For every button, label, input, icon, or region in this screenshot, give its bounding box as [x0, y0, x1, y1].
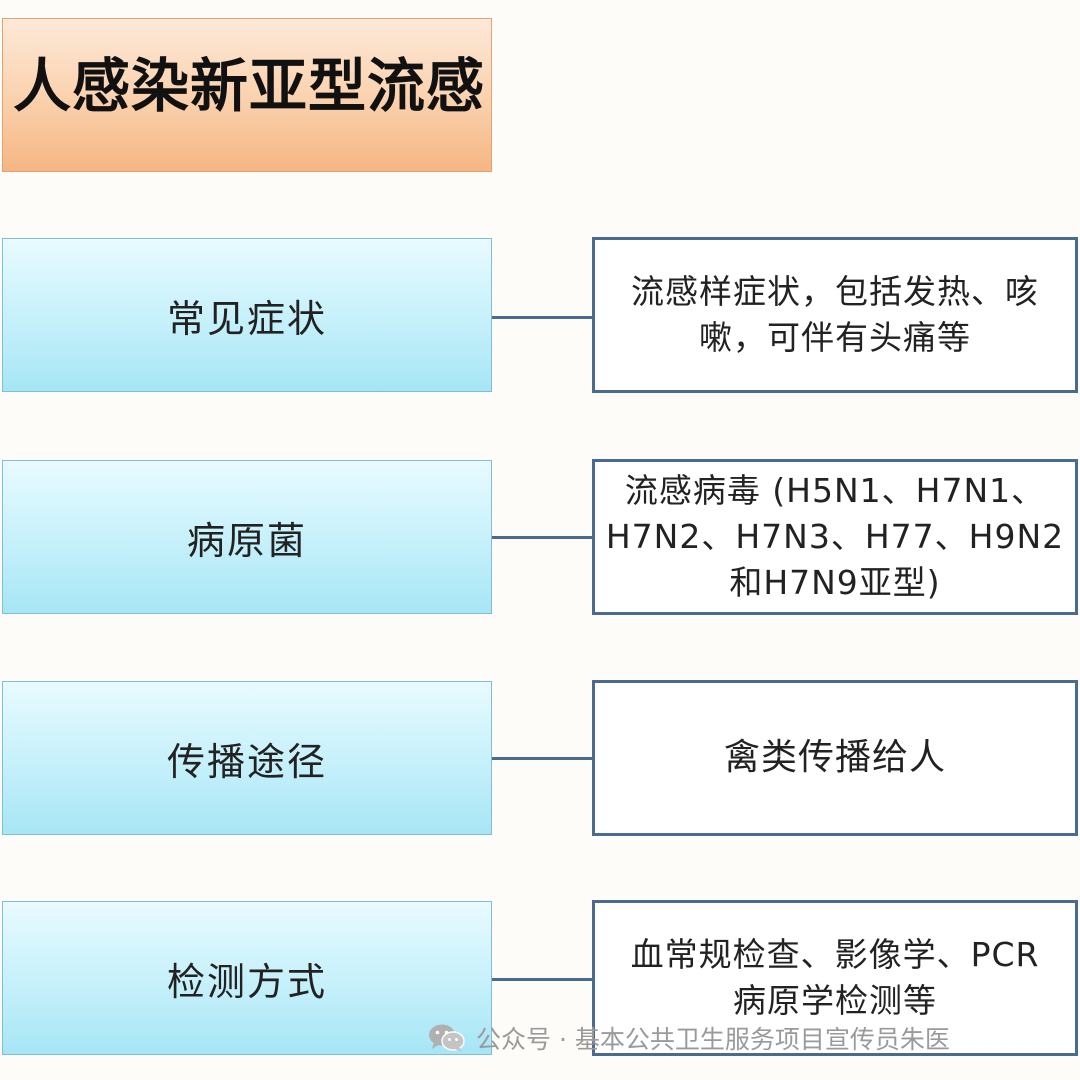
detail-line: 血常规检查、影像学、PCR	[630, 935, 1040, 974]
category-box-detection: 检测方式	[2, 901, 492, 1055]
detail-line: 流感病毒 (H5N1、H7N1、	[624, 471, 1046, 510]
category-label: 检测方式	[166, 959, 327, 1004]
category-box-pathogen: 病原菌	[2, 460, 492, 614]
detail-box-detection: 血常规检查、影像学、PCR 病原学检测等	[592, 900, 1078, 1056]
category-label: 传播途径	[166, 739, 327, 784]
detail-box-symptoms: 流感样症状，包括发热、咳 嗽，可伴有头痛等	[592, 237, 1078, 393]
detail-line: 流感样症状，包括发热、咳	[631, 272, 1039, 311]
detail-box-pathogen: 流感病毒 (H5N1、H7N1、 H7N2、H7N3、H77、H9N2 和H7N…	[592, 459, 1078, 615]
detail-line: H7N2、H7N3、H77、H9N2	[605, 517, 1065, 556]
connector-line	[492, 978, 592, 981]
category-label: 病原菌	[186, 518, 307, 563]
watermark-text: 公众号 · 基本公共卫生服务项目宣传员朱医	[476, 1025, 950, 1054]
title-box: 人感染新亚型流感	[2, 18, 492, 172]
detail-text: 流感样症状，包括发热、咳 嗽，可伴有头痛等	[631, 269, 1039, 361]
detail-line: 嗽，可伴有头痛等	[699, 318, 971, 357]
detail-box-transmission: 禽类传播给人	[592, 680, 1078, 836]
detail-line: 和H7N9亚型)	[729, 563, 941, 602]
detail-text: 流感病毒 (H5N1、H7N1、 H7N2、H7N3、H77、H9N2 和H7N…	[606, 468, 1064, 606]
watermark: 公众号 · 基本公共卫生服务项目宣传员朱医	[428, 1018, 950, 1058]
connector-line	[492, 536, 592, 539]
diagram-title: 人感染新亚型流感	[13, 52, 486, 120]
wechat-icon	[429, 1024, 465, 1052]
connector-line	[492, 757, 592, 760]
category-label: 常见症状	[166, 296, 327, 341]
detail-line: 病原学检测等	[733, 981, 937, 1020]
detail-text: 血常规检查、影像学、PCR 病原学检测等	[631, 932, 1040, 1024]
category-box-transmission: 传播途径	[2, 681, 492, 835]
detail-text: 禽类传播给人	[724, 735, 946, 781]
detail-line: 禽类传播给人	[723, 737, 946, 778]
category-box-symptoms: 常见症状	[2, 238, 492, 392]
connector-line	[492, 316, 592, 319]
